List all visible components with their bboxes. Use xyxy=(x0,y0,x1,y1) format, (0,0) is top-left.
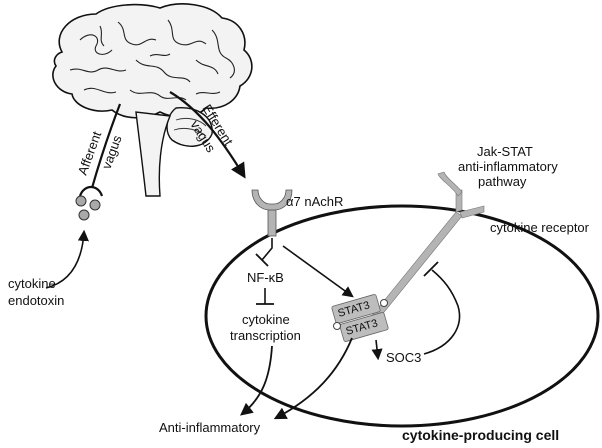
alpha7-nachr-label: α7 nAchR xyxy=(286,194,343,209)
cytokine-transcription-label-1: cytokine xyxy=(242,312,290,327)
stat3-to-anti-inflammatory-arrow xyxy=(273,337,353,420)
stat3-box-bottom xyxy=(339,312,389,342)
jak-stat-label-line1: Jak-STAT xyxy=(477,144,533,159)
soc3-label: SOC3 xyxy=(386,350,421,365)
alpha7-nachr-receptor xyxy=(251,189,293,237)
cell-label: cytokine-producing cell xyxy=(402,427,559,443)
endotoxin-label: endotoxin xyxy=(8,293,64,308)
transcription-to-anti-inflammatory-arrow xyxy=(240,345,273,416)
cytokine-receptor xyxy=(369,171,485,323)
jak-stat-label-line2: anti-inflammatory xyxy=(458,159,558,174)
receptor-activates-stat3-arrow xyxy=(282,245,354,298)
stat3-induces-soc3-arrow xyxy=(371,339,383,361)
brain-cerebrum xyxy=(52,3,253,119)
cytokine-label: cytokine xyxy=(8,276,56,291)
cytokine-particles xyxy=(75,195,101,221)
cytokine-dot xyxy=(78,209,90,221)
nfkb-label: NF-κB xyxy=(247,270,284,285)
cytokine-transcription-label-2: transcription xyxy=(230,328,301,343)
brainstem xyxy=(135,111,172,197)
afferent-vagus-nerve: Afferent vagus xyxy=(75,103,125,197)
cytokine-input-arrow xyxy=(45,229,89,289)
cytokine-dot xyxy=(89,199,101,211)
receptor-inhibits-nfkb xyxy=(261,238,273,261)
brain-illustration xyxy=(52,3,253,197)
stat3-dimer: STAT3 STAT3 xyxy=(331,294,389,342)
jak-stat-label-line3: pathway xyxy=(478,174,527,189)
afferent-label: Afferent xyxy=(75,129,105,177)
soc3-feedback-inhibition xyxy=(423,269,461,355)
phosphate-marker xyxy=(380,299,388,307)
cytokine-dot xyxy=(75,195,87,207)
stat3-box-top xyxy=(331,294,381,324)
anti-inflammatory-label: Anti-inflammatory xyxy=(159,420,261,435)
phosphate-marker xyxy=(333,322,341,330)
brain-folds xyxy=(69,19,235,101)
cytokine-receptor-label: cytokine receptor xyxy=(490,220,590,235)
